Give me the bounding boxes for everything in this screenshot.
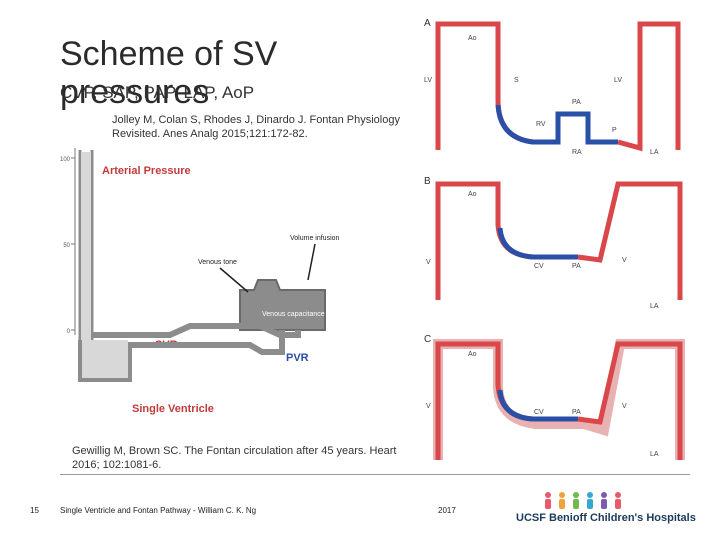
single-ventricle-chamber [78, 340, 132, 382]
panel-c-return-trace [577, 341, 683, 460]
panel-b-cv: CV [534, 263, 544, 270]
panel-a-arterial-trace [435, 21, 618, 150]
panel-a-pa: PA [572, 99, 581, 106]
panel-c-letter: C [424, 334, 431, 345]
slide-subtitle: CVP, SAP, PAP, LAP, AoP [60, 83, 255, 102]
slide-title-line2: pressures [60, 73, 210, 111]
panel-b-ao: Ao [468, 191, 477, 198]
panel-b-v-right: V [622, 257, 627, 264]
panel-a-ra: RA [572, 149, 582, 156]
footer-presentation-title: Single Ventricle and Fontan Pathway - Wi… [60, 506, 257, 515]
reference-jolley: Jolley M, Colan S, Rhodes J, Dinardo J. … [112, 114, 400, 140]
panel-b-v-left: V [426, 259, 431, 266]
single-ventricle-pressure-diagram: 100 50 0 Arterial Pressure Venous capaci… [60, 148, 340, 415]
footer-page-number: 15 [30, 506, 39, 515]
venous-capacitance-label: Venous capacitance [262, 311, 325, 318]
systemic-pipe [92, 323, 301, 338]
pressure-profile-panels: A Ao LV S LV PA RV P RA LA B Ao V CV PA … [424, 18, 685, 460]
pulmonary-pipe [92, 330, 285, 355]
venous-reservoir [239, 279, 326, 331]
y-tick-label-100: 100 [60, 157, 71, 163]
pvr-label: PVR [286, 352, 309, 364]
panel-a-lv-left: LV [424, 77, 432, 84]
panel-c-ao: Ao [468, 351, 477, 358]
footer-divider [60, 474, 690, 475]
panel-a: A Ao LV S LV PA RV P RA LA [424, 18, 681, 156]
venous-tone-label: Venous tone [198, 259, 237, 266]
panel-b: B Ao V CV PA V LA [424, 176, 683, 310]
panel-b-la: LA [650, 303, 659, 310]
panel-b-venous-trace [497, 227, 578, 260]
panel-c-pa: PA [572, 409, 581, 416]
panel-c-v-left: V [426, 403, 431, 410]
panel-a-lv-right: LV [614, 77, 622, 84]
panel-b-pa: PA [572, 263, 581, 270]
panel-a-rv: RV [536, 121, 546, 128]
volume-infusion-arrow [307, 243, 316, 281]
panel-b-letter: B [424, 176, 431, 187]
panel-a-return-trace [617, 21, 681, 152]
panel-c-arterial-trace [435, 341, 578, 460]
panel-c-cv: CV [534, 409, 544, 416]
panel-a-p: P [612, 127, 617, 134]
panel-a-s: S [514, 77, 519, 84]
panel-a-letter: A [424, 18, 431, 29]
panel-a-la: LA [650, 149, 659, 156]
footer-year: 2017 [438, 506, 456, 515]
benioff-logo-figures [545, 492, 621, 509]
panel-c-venous-trace [497, 389, 578, 422]
volume-infusion-label: Volume infusion [290, 235, 340, 242]
panel-c-shadow-trace [433, 339, 685, 460]
panel-a-ao: Ao [468, 35, 477, 42]
panel-c: C Ao V CV PA V LA [424, 334, 685, 460]
arterial-column-fill [81, 152, 91, 340]
single-ventricle-label: Single Ventricle [132, 403, 214, 415]
y-tick-label-0: 0 [67, 329, 71, 335]
panel-c-la: LA [650, 451, 659, 458]
panel-b-return-trace [577, 181, 683, 300]
venous-tone-arrow [219, 267, 249, 293]
single-ventricle-fill [82, 340, 128, 378]
reference-gewillig: Gewillig M, Brown SC. The Fontan circula… [72, 445, 397, 471]
slide-title: Scheme of SV [60, 35, 278, 73]
panel-c-v-right: V [622, 403, 627, 410]
panel-a-venous-trace [495, 104, 618, 145]
arterial-pressure-label: Arterial Pressure [102, 165, 191, 177]
benioff-logo-text: UCSF Benioff Children's Hospitals [516, 512, 696, 524]
panel-b-arterial-trace [435, 181, 578, 300]
y-tick-label-50: 50 [63, 243, 70, 249]
